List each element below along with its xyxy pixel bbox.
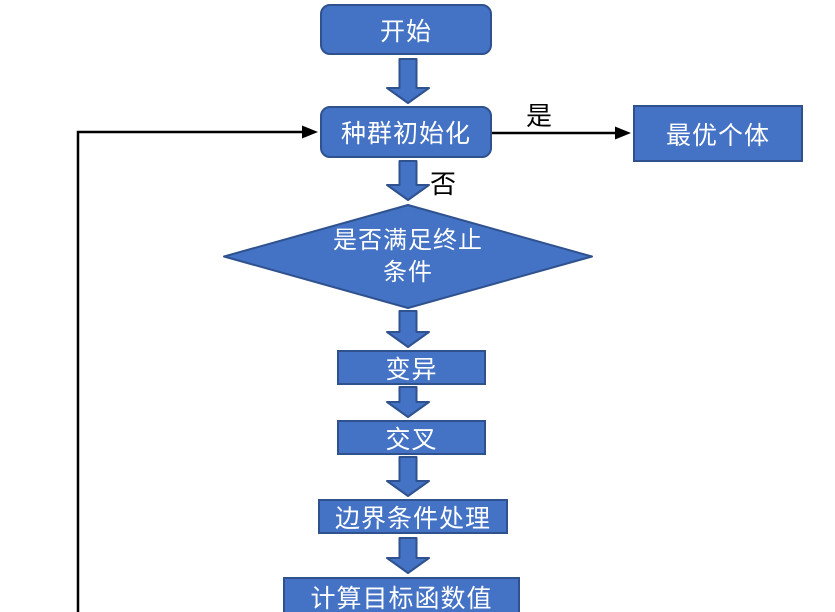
- loopback-arrowhead-icon: [302, 125, 318, 139]
- loopback-line: [76, 130, 308, 612]
- node-start: 开始: [320, 4, 492, 55]
- node-population-init: 种群初始化: [320, 106, 492, 158]
- edge-label-yes: 是: [525, 101, 552, 131]
- arrow-start-to-init-icon: [386, 58, 430, 104]
- edge-label-no: 否: [429, 169, 456, 199]
- node-start-label: 开始: [379, 17, 432, 46]
- node-termination-condition-line2: 条件: [383, 258, 433, 286]
- node-objective-function: 计算目标函数值: [283, 577, 520, 612]
- node-objective-function-label: 计算目标函数值: [310, 585, 493, 612]
- node-boundary-handling-label: 边界条件处理: [334, 504, 491, 533]
- yes-arrowhead-icon: [615, 126, 631, 140]
- node-termination-condition-line1: 是否满足终止: [333, 227, 483, 255]
- node-mutation: 变异: [337, 350, 486, 385]
- arrow-crossover-to-boundary-icon: [386, 456, 430, 497]
- node-crossover-label: 交叉: [385, 425, 438, 454]
- node-mutation-label: 变异: [385, 355, 438, 384]
- node-termination-condition: 是否满足终止 条件: [224, 205, 592, 308]
- node-best-individual: 最优个体: [633, 105, 803, 162]
- node-boundary-handling: 边界条件处理: [318, 499, 508, 534]
- arrow-condition-to-mutation-icon: [386, 310, 430, 348]
- node-best-individual-label: 最优个体: [665, 121, 770, 150]
- arrow-boundary-to-objective-icon: [386, 537, 430, 574]
- node-crossover: 交叉: [337, 420, 486, 455]
- arrow-mutation-to-crossover-icon: [386, 386, 430, 418]
- node-population-init-label: 种群初始化: [340, 120, 471, 148]
